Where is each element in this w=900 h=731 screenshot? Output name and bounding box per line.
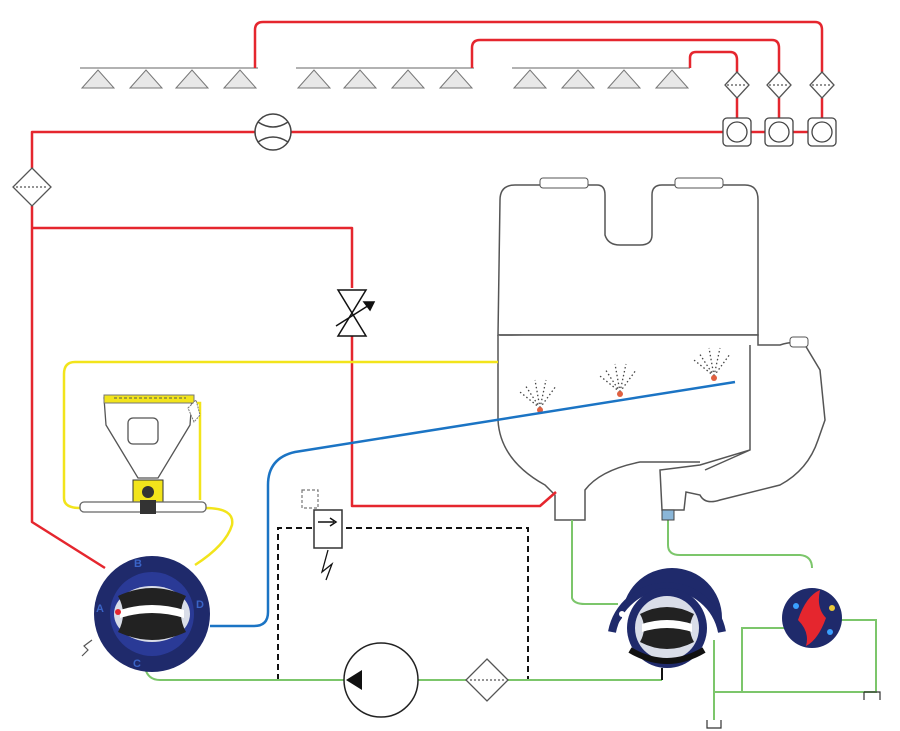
section-valve [807, 117, 837, 147]
pressure-lines [30, 20, 824, 570]
tank-lids [539, 177, 809, 348]
drain-outlet [706, 691, 881, 729]
tank-outlet-fitting [661, 509, 675, 521]
suction-filter [465, 658, 509, 702]
section-valve [722, 117, 752, 147]
agitator-nozzle-tip [617, 391, 623, 397]
induction-hopper [79, 394, 207, 514]
pressure-regulator [301, 489, 343, 581]
throttle-valve [335, 289, 376, 337]
boom-nozzles [80, 69, 690, 89]
main-tank [497, 184, 826, 521]
section-valve [764, 117, 794, 147]
valve-port-label: B [134, 558, 142, 570]
valve-port-label: C [133, 658, 141, 670]
boom-section-center [296, 69, 474, 89]
control-lines [277, 527, 529, 680]
agitator-nozzle-tip [537, 407, 543, 413]
flow-meter [254, 113, 292, 151]
agitator-nozzle [599, 363, 637, 393]
agitator-nozzle [693, 347, 731, 377]
agitator-nozzle-tip [711, 375, 717, 381]
suction-lines [144, 518, 877, 720]
valve-port-label: A [96, 603, 104, 615]
agitator-nozzle [519, 379, 557, 409]
rinse-selector-valve [782, 588, 842, 648]
section-filter [809, 71, 835, 99]
return-line [210, 380, 736, 628]
pressure-filter [12, 167, 52, 207]
boom-section-left [80, 69, 258, 89]
suction-selector-valve [608, 568, 726, 680]
boom-section-right [512, 69, 690, 89]
main-pump [343, 642, 419, 718]
valve-port-label: D [196, 599, 204, 611]
section-filter [766, 71, 792, 99]
section-filter [724, 71, 750, 99]
main-selector-valve: B A D C [81, 556, 210, 672]
